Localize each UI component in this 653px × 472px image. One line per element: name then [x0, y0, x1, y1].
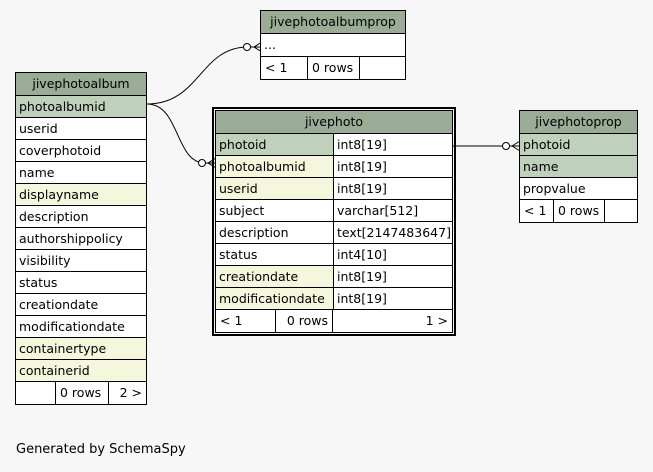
column-name: status: [19, 275, 58, 290]
crowfoot-photoprop: [511, 140, 521, 152]
optional-marker-photo: [198, 159, 206, 167]
children-link[interactable]: [605, 200, 637, 222]
column-type: int8[19]: [333, 134, 452, 155]
column-name: creationdate: [19, 297, 99, 312]
column-type: int8[19]: [333, 156, 452, 177]
table-row: containerid: [16, 360, 146, 382]
column-name: modificationdate: [19, 319, 125, 334]
table-row: coverphotoid: [16, 140, 146, 162]
parents-link[interactable]: [16, 382, 56, 404]
column-name: displayname: [19, 187, 99, 202]
crowfoot-photo: [207, 157, 217, 169]
table-row: modificationdate int8[19]: [216, 288, 452, 310]
table-title[interactable]: jivephotoprop: [520, 111, 637, 134]
relation-album-to-albumprop: [146, 46, 262, 105]
column-name: creationdate: [216, 266, 333, 287]
children-link[interactable]: 1 >: [425, 313, 448, 328]
column-name: description: [19, 209, 89, 224]
table-row: creationdate: [16, 294, 146, 316]
table-title[interactable]: jivephotoalbumprop: [261, 11, 405, 34]
table-row: propvalue: [520, 178, 637, 200]
column-type: int8[19]: [333, 178, 452, 199]
table-row: name: [520, 156, 637, 178]
column-name: propvalue: [523, 181, 586, 196]
column-name: photoid: [523, 137, 571, 152]
table-row: containertype: [16, 338, 146, 360]
table-row: status int4[10]: [216, 244, 452, 266]
optional-marker-albumprop: [243, 43, 251, 51]
column-type: int8[19]: [333, 266, 452, 287]
table-footer: < 1 0 rows 1 >: [216, 310, 452, 332]
generated-by-label: Generated by SchemaSpy: [16, 442, 186, 457]
table-jivephotoalbum[interactable]: jivephotoalbum photoalbumid userid cover…: [15, 72, 147, 405]
table-row: status: [16, 272, 146, 294]
column-type: int4[10]: [333, 244, 452, 265]
table-row: name: [16, 162, 146, 184]
column-name: coverphotoid: [19, 143, 102, 158]
table-jivephotoprop[interactable]: jivephotoprop photoid name propvalue < 1…: [519, 110, 638, 223]
column-name: ...: [264, 37, 276, 52]
table-jivephotoalbumprop[interactable]: jivephotoalbumprop ... < 1 0 rows: [260, 10, 406, 80]
column-name: userid: [216, 178, 333, 199]
table-row: subject varchar[512]: [216, 200, 452, 222]
table-title[interactable]: jivephotoalbum: [16, 73, 146, 96]
table-row: visibility: [16, 250, 146, 272]
column-name: photoalbumid: [19, 99, 106, 114]
column-name: modificationdate: [216, 288, 333, 309]
table-jivephoto[interactable]: jivephoto photoid int8[19] photoalbumid …: [212, 107, 456, 336]
table-row: userid: [16, 118, 146, 140]
table-row: userid int8[19]: [216, 178, 452, 200]
children-link[interactable]: 2 >: [119, 385, 142, 400]
column-name: subject: [219, 203, 265, 218]
table-row: photoalbumid: [16, 96, 146, 118]
parents-link[interactable]: < 1: [261, 57, 308, 79]
column-name: name: [523, 159, 559, 174]
table-row: creationdate int8[19]: [216, 266, 452, 288]
column-name: description: [219, 225, 289, 240]
column-name: visibility: [19, 253, 71, 268]
column-type: text[2147483647]: [333, 222, 452, 243]
column-name: status: [219, 247, 258, 262]
row-count: 0 rows: [308, 57, 360, 79]
table-title[interactable]: jivephoto: [216, 111, 452, 134]
column-name: photoid: [219, 137, 267, 152]
optional-marker-photoprop: [502, 142, 510, 150]
table-row: modificationdate: [16, 316, 146, 338]
column-name: name: [19, 165, 55, 180]
column-name: containerid: [19, 363, 90, 378]
row-count: 0 rows: [276, 310, 333, 332]
column-name: containertype: [19, 341, 107, 356]
table-row: photoid: [520, 134, 637, 156]
column-type: varchar[512]: [333, 200, 452, 221]
column-name: authorshippolicy: [19, 231, 123, 246]
table-row: authorshippolicy: [16, 228, 146, 250]
table-footer: < 1 0 rows: [520, 200, 637, 222]
children-link[interactable]: [360, 57, 405, 79]
table-row: description text[2147483647]: [216, 222, 452, 244]
table-footer: < 1 0 rows: [261, 57, 405, 79]
table-row: description: [16, 206, 146, 228]
column-type: int8[19]: [333, 288, 452, 309]
table-row: photoid int8[19]: [216, 134, 452, 156]
column-name: userid: [19, 121, 58, 136]
parents-link[interactable]: < 1: [520, 200, 554, 222]
parents-link[interactable]: < 1: [216, 310, 276, 332]
row-count: 0 rows: [554, 200, 605, 222]
relation-album-to-photo: [146, 103, 216, 164]
table-footer: 0 rows 2 >: [16, 382, 146, 404]
table-row: photoalbumid int8[19]: [216, 156, 452, 178]
table-row: ...: [261, 34, 405, 57]
row-count: 0 rows: [56, 382, 109, 404]
table-row: displayname: [16, 184, 146, 206]
column-name: photoalbumid: [216, 156, 333, 177]
